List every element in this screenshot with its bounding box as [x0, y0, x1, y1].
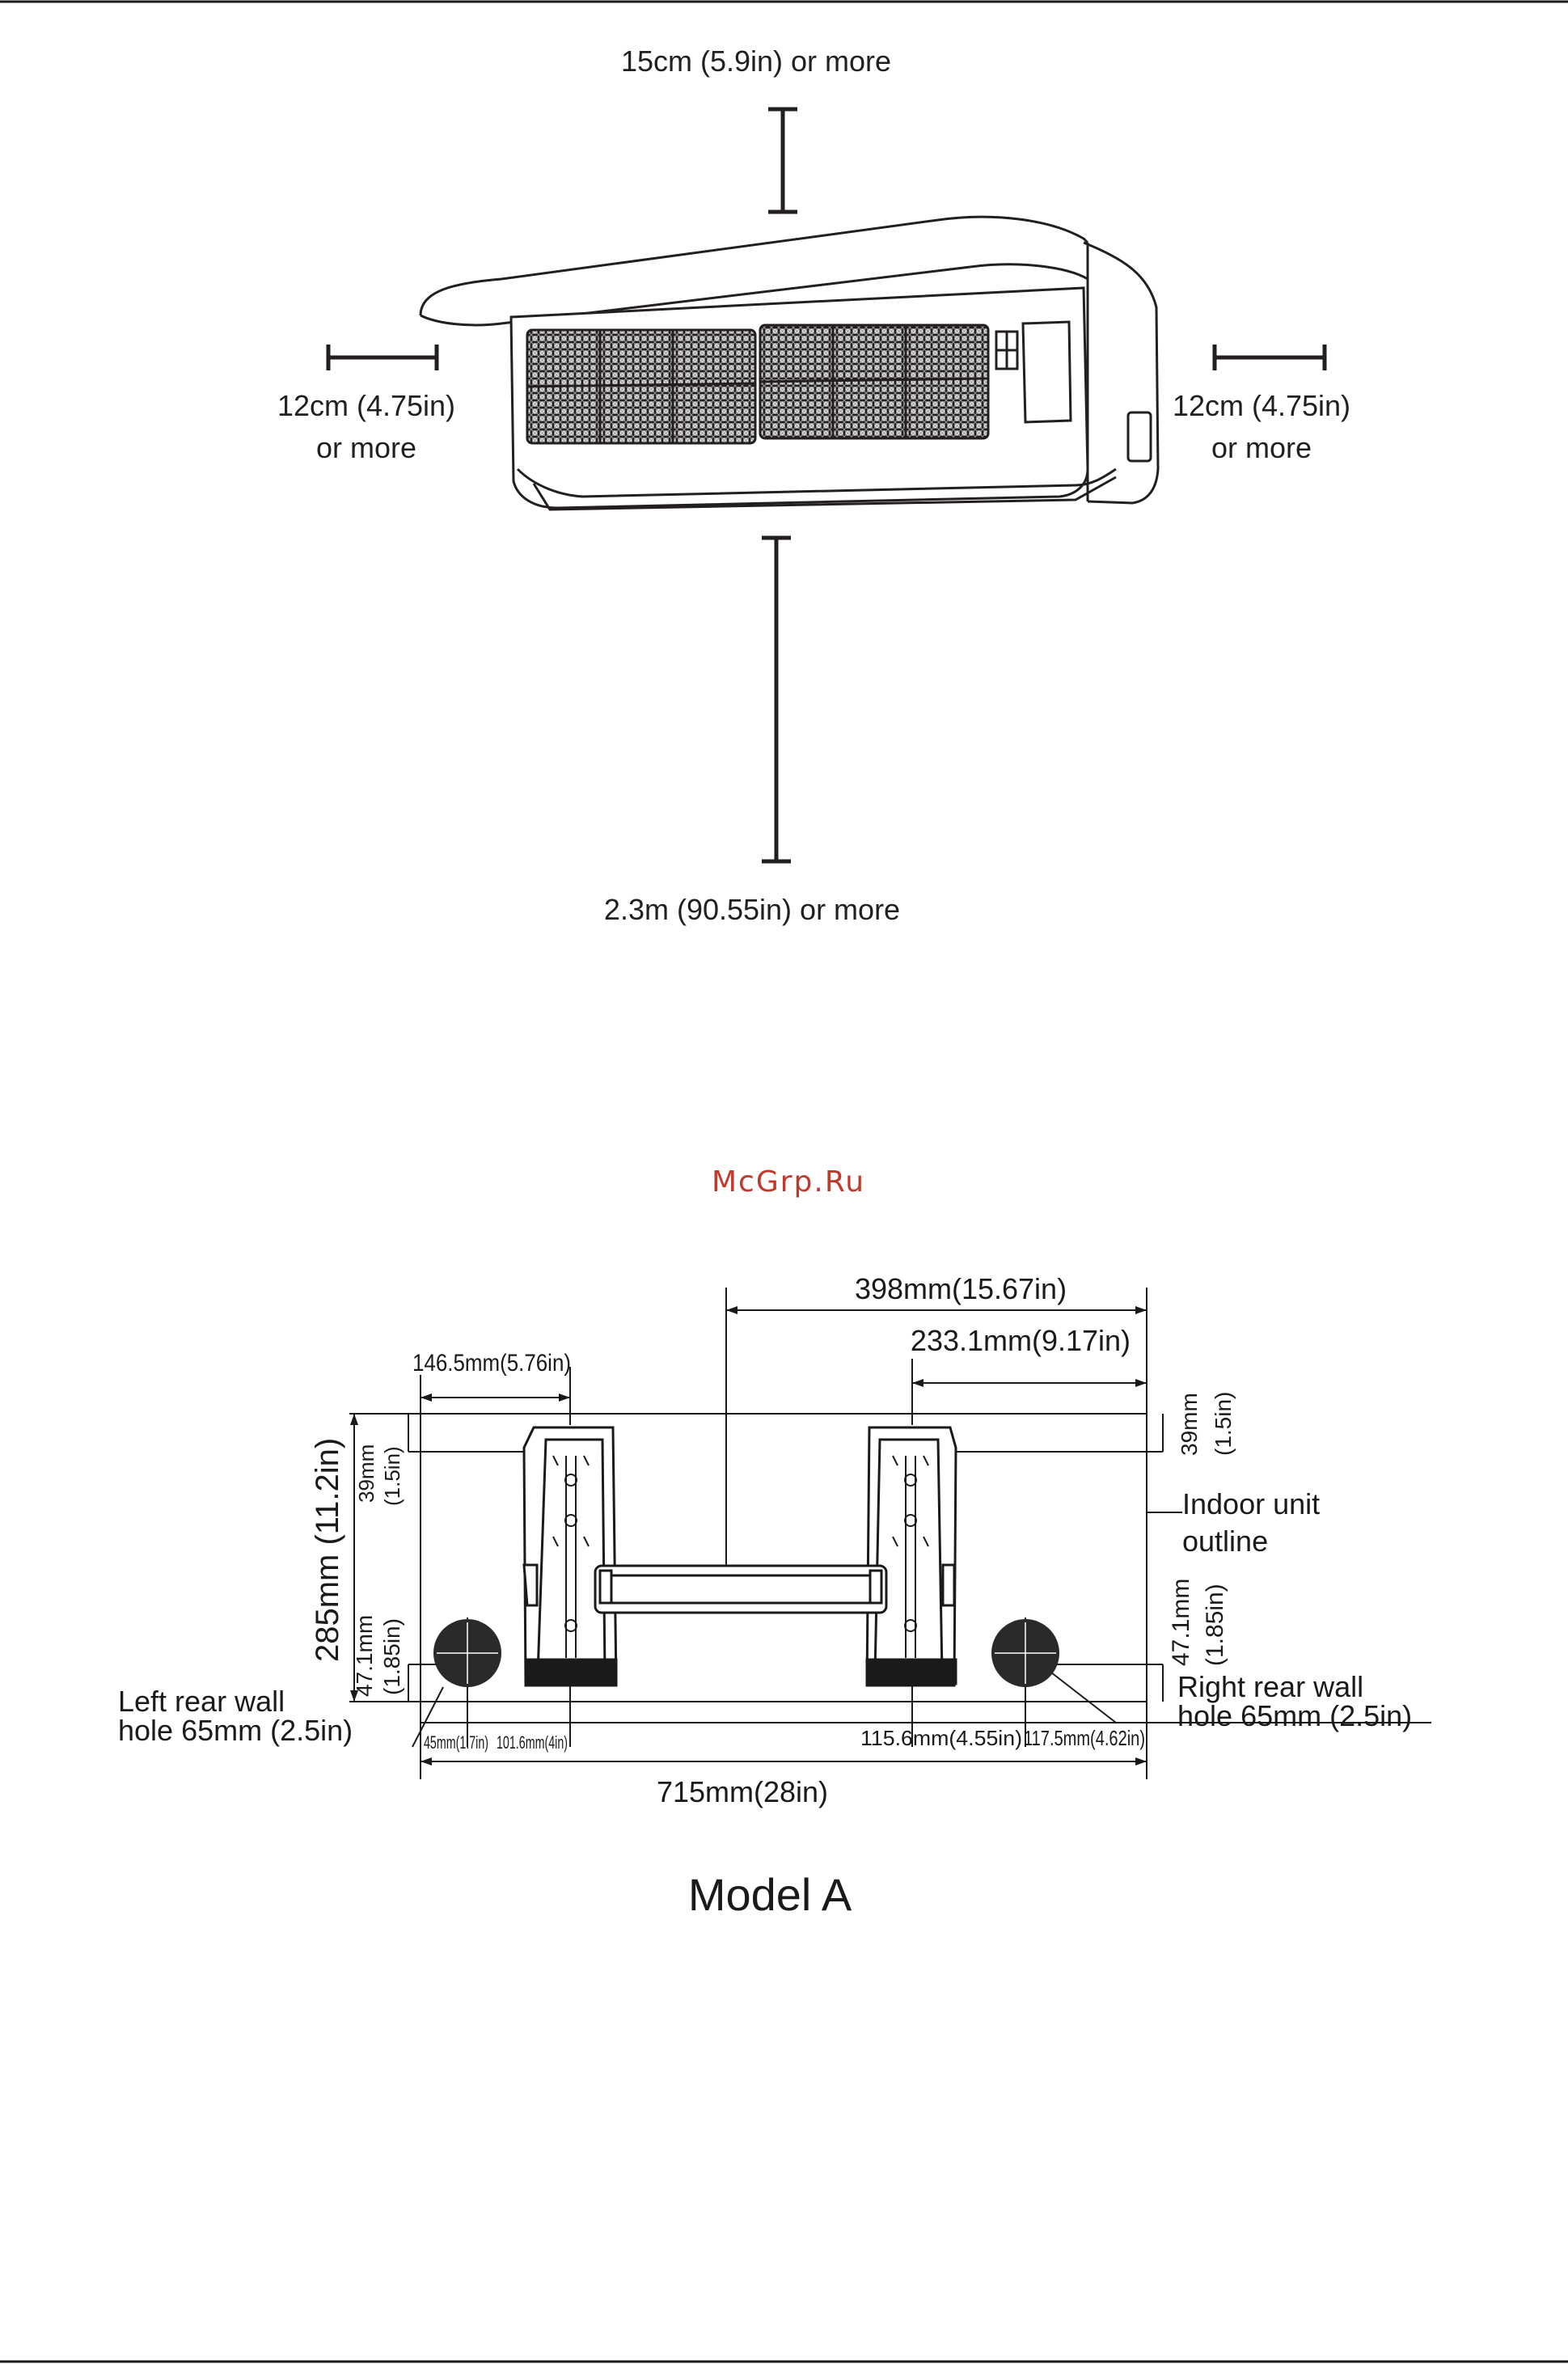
mounting-plate-diagram: 398mm(15.67in) 233.1mm(9.17in) 146.5mm(5…	[118, 1272, 1431, 1920]
hole-crosshairs	[437, 1622, 1056, 1684]
model-label: Model A	[688, 1869, 852, 1920]
bottom-clearance-marker	[762, 535, 791, 864]
left-clearance-label-1: 12cm (4.75in)	[277, 389, 455, 422]
dim-47-right-label-2: (1.85in)	[1202, 1584, 1228, 1666]
right-clearance-label-2: or more	[1211, 431, 1312, 464]
dim-101-label: 101.6mm(4in)	[497, 1732, 568, 1753]
top-clearance-label: 15cm (5.9in) or more	[621, 44, 891, 78]
dim-233-label: 233.1mm(9.17in)	[911, 1324, 1131, 1357]
dim-146-label: 146.5mm(5.76in)	[412, 1350, 571, 1377]
left-clearance-label-2: or more	[316, 431, 416, 464]
clearance-diagram: 15cm (5.9in) or more 12cm (4.75in) or mo…	[277, 44, 1350, 926]
indoor-unit-label-2: outline	[1182, 1525, 1268, 1558]
right-hole-label-2: hole 65mm (2.5in)	[1177, 1699, 1412, 1732]
mounting-plate	[522, 1426, 957, 1687]
left-hole-label-1: Left rear wall	[118, 1685, 285, 1718]
right-hole-label-1: Right rear wall	[1177, 1670, 1363, 1703]
plate-slots	[552, 1455, 929, 1658]
watermark-text: McGrp.Ru	[712, 1165, 865, 1199]
dim-39-right-label-2: (1.5in)	[1211, 1392, 1236, 1456]
dim-39-right-label-1: 39mm	[1177, 1393, 1202, 1456]
dimension-arrows	[350, 1306, 1147, 1766]
right-clearance-marker	[1212, 345, 1327, 370]
left-hole-label-2: hole 65mm (2.5in)	[118, 1714, 353, 1747]
dim-47-left-label-2: (1.85in)	[379, 1618, 404, 1695]
indoor-unit-illustration	[419, 215, 1160, 511]
top-clearance-marker	[768, 107, 797, 214]
dim-39-left-label-1: 39mm	[354, 1444, 378, 1503]
dim-715-label: 715mm(28in)	[657, 1775, 828, 1808]
dim-115-label: 115.6mm(4.55in)	[860, 1726, 1022, 1750]
dim-47-left-label-1: 47.1mm	[352, 1615, 377, 1697]
dim-285-label: 285mm (11.2in)	[310, 1438, 345, 1662]
dim-45-label: 45mm(1.7in)	[424, 1732, 488, 1753]
bottom-clearance-label: 2.3m (90.55in) or more	[604, 893, 900, 926]
left-clearance-marker	[326, 345, 439, 370]
dim-39-left-label-2: (1.5in)	[380, 1446, 404, 1506]
dim-47-right-label-1: 47.1mm	[1168, 1579, 1194, 1666]
dim-398-label: 398mm(15.67in)	[855, 1272, 1067, 1305]
right-clearance-label-1: 12cm (4.75in)	[1173, 389, 1350, 422]
dim-117-label: 117.5mm(4.62in)	[1024, 1726, 1145, 1750]
indoor-unit-label-1: Indoor unit	[1182, 1487, 1320, 1520]
